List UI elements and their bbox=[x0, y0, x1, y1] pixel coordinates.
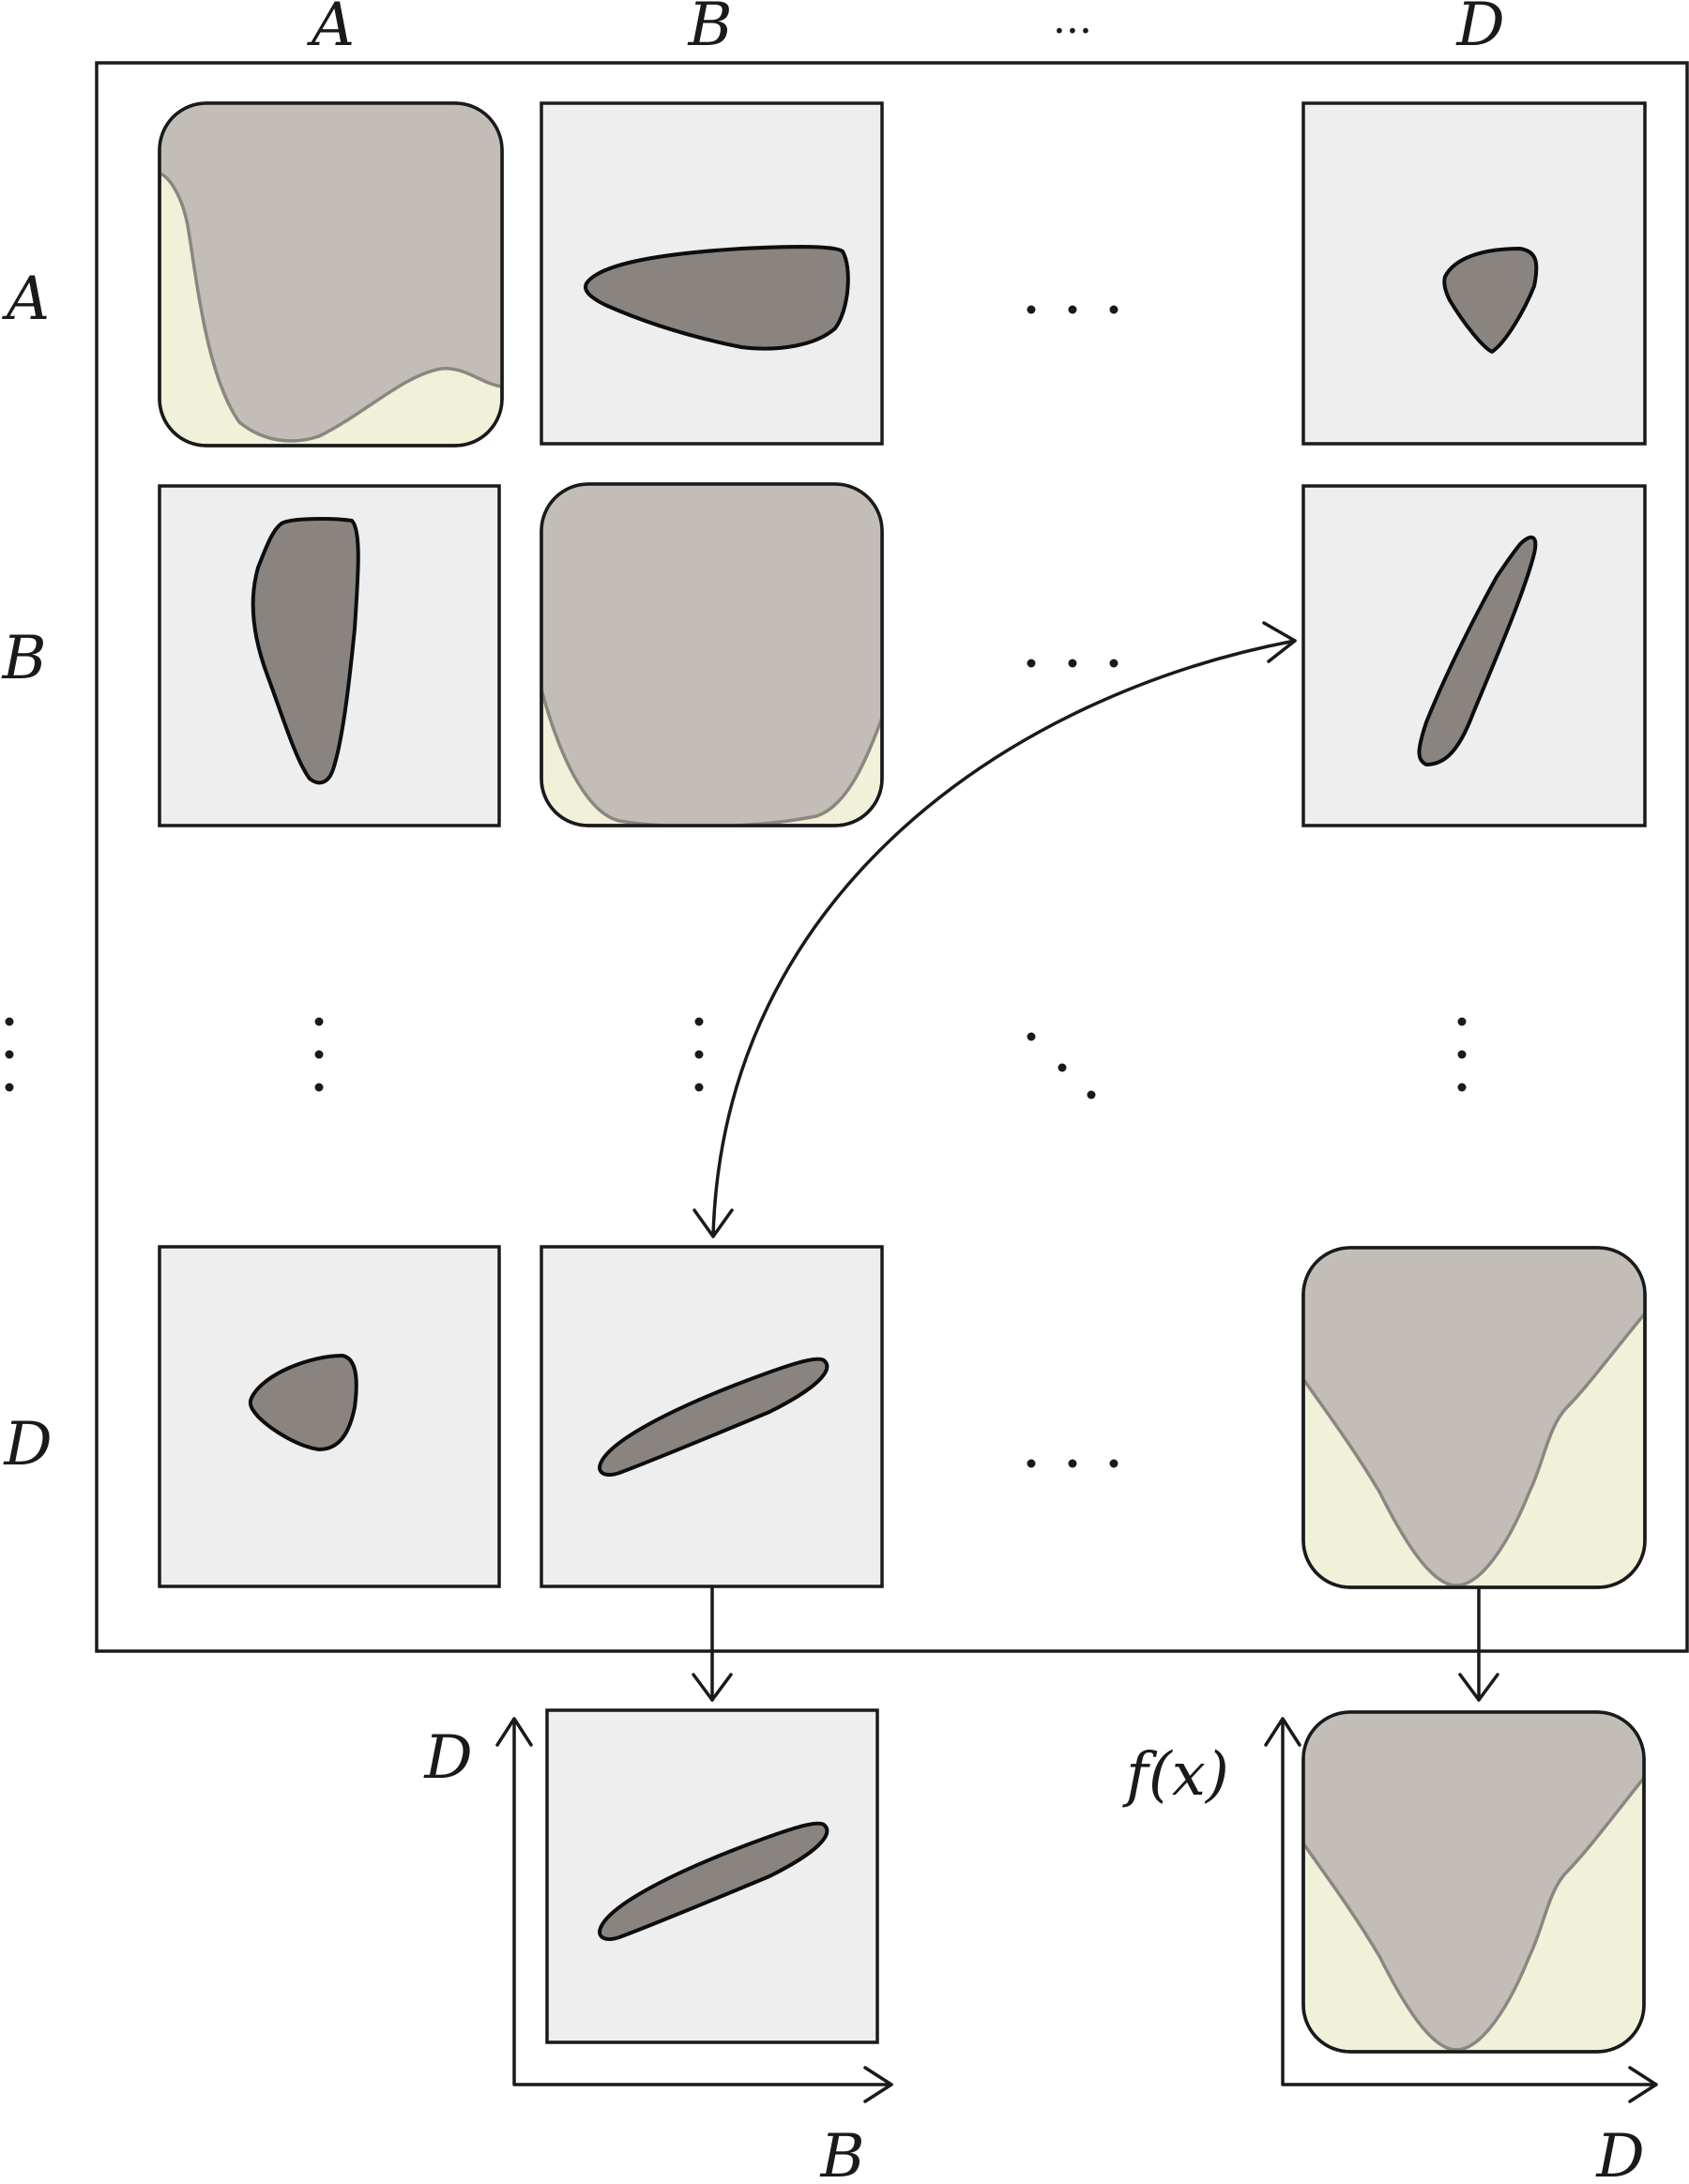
output-scatter-x-label: B bbox=[819, 2122, 864, 2184]
panel-a-d-scatter bbox=[1301, 101, 1647, 446]
output-histogram-y-label: f(x) bbox=[1122, 1740, 1229, 1810]
column-label-a: A bbox=[307, 0, 355, 60]
output-histogram-plot bbox=[1264, 1710, 1658, 2103]
ellipsis-row-d bbox=[1027, 1459, 1118, 1468]
panel-b-b-histogram bbox=[540, 482, 884, 827]
column-label-d: D bbox=[1455, 0, 1504, 60]
panel-b-a-scatter bbox=[158, 484, 501, 827]
row-label-b: B bbox=[1, 624, 46, 693]
panel-d-a-scatter bbox=[158, 1245, 501, 1588]
output-scatter-y-label: D bbox=[423, 1723, 472, 1793]
matrix-frame bbox=[95, 61, 1689, 1653]
panel-b-d-scatter bbox=[1301, 484, 1647, 827]
arrow-down-histogram bbox=[1458, 1585, 1499, 1702]
panel-a-b-scatter bbox=[540, 101, 884, 446]
vertical-ellipsis-col-a bbox=[314, 1017, 324, 1092]
output-histogram-x-label: D bbox=[1595, 2122, 1644, 2184]
row-label-d: D bbox=[3, 1410, 52, 1479]
row-label-a: A bbox=[2, 265, 50, 334]
column-label-b: B bbox=[687, 0, 732, 60]
panel-d-d-histogram bbox=[1301, 1246, 1647, 1589]
symmetry-arrow bbox=[692, 621, 1297, 1238]
column-label-ellipsis: ··· bbox=[1053, 8, 1092, 55]
ellipsis-row-a bbox=[1027, 305, 1118, 314]
diagonal-ellipsis bbox=[1027, 1032, 1096, 1100]
vertical-ellipsis-left bbox=[5, 1017, 14, 1092]
output-scatter-plot bbox=[495, 1708, 893, 2103]
arrow-down-scatter bbox=[692, 1585, 733, 1702]
panel-a-a-histogram bbox=[158, 101, 504, 447]
ellipsis-row-b bbox=[1027, 659, 1118, 668]
vertical-ellipsis-col-d bbox=[1457, 1017, 1467, 1092]
panel-d-b-scatter bbox=[540, 1245, 884, 1588]
vertical-ellipsis-col-b bbox=[694, 1017, 704, 1092]
